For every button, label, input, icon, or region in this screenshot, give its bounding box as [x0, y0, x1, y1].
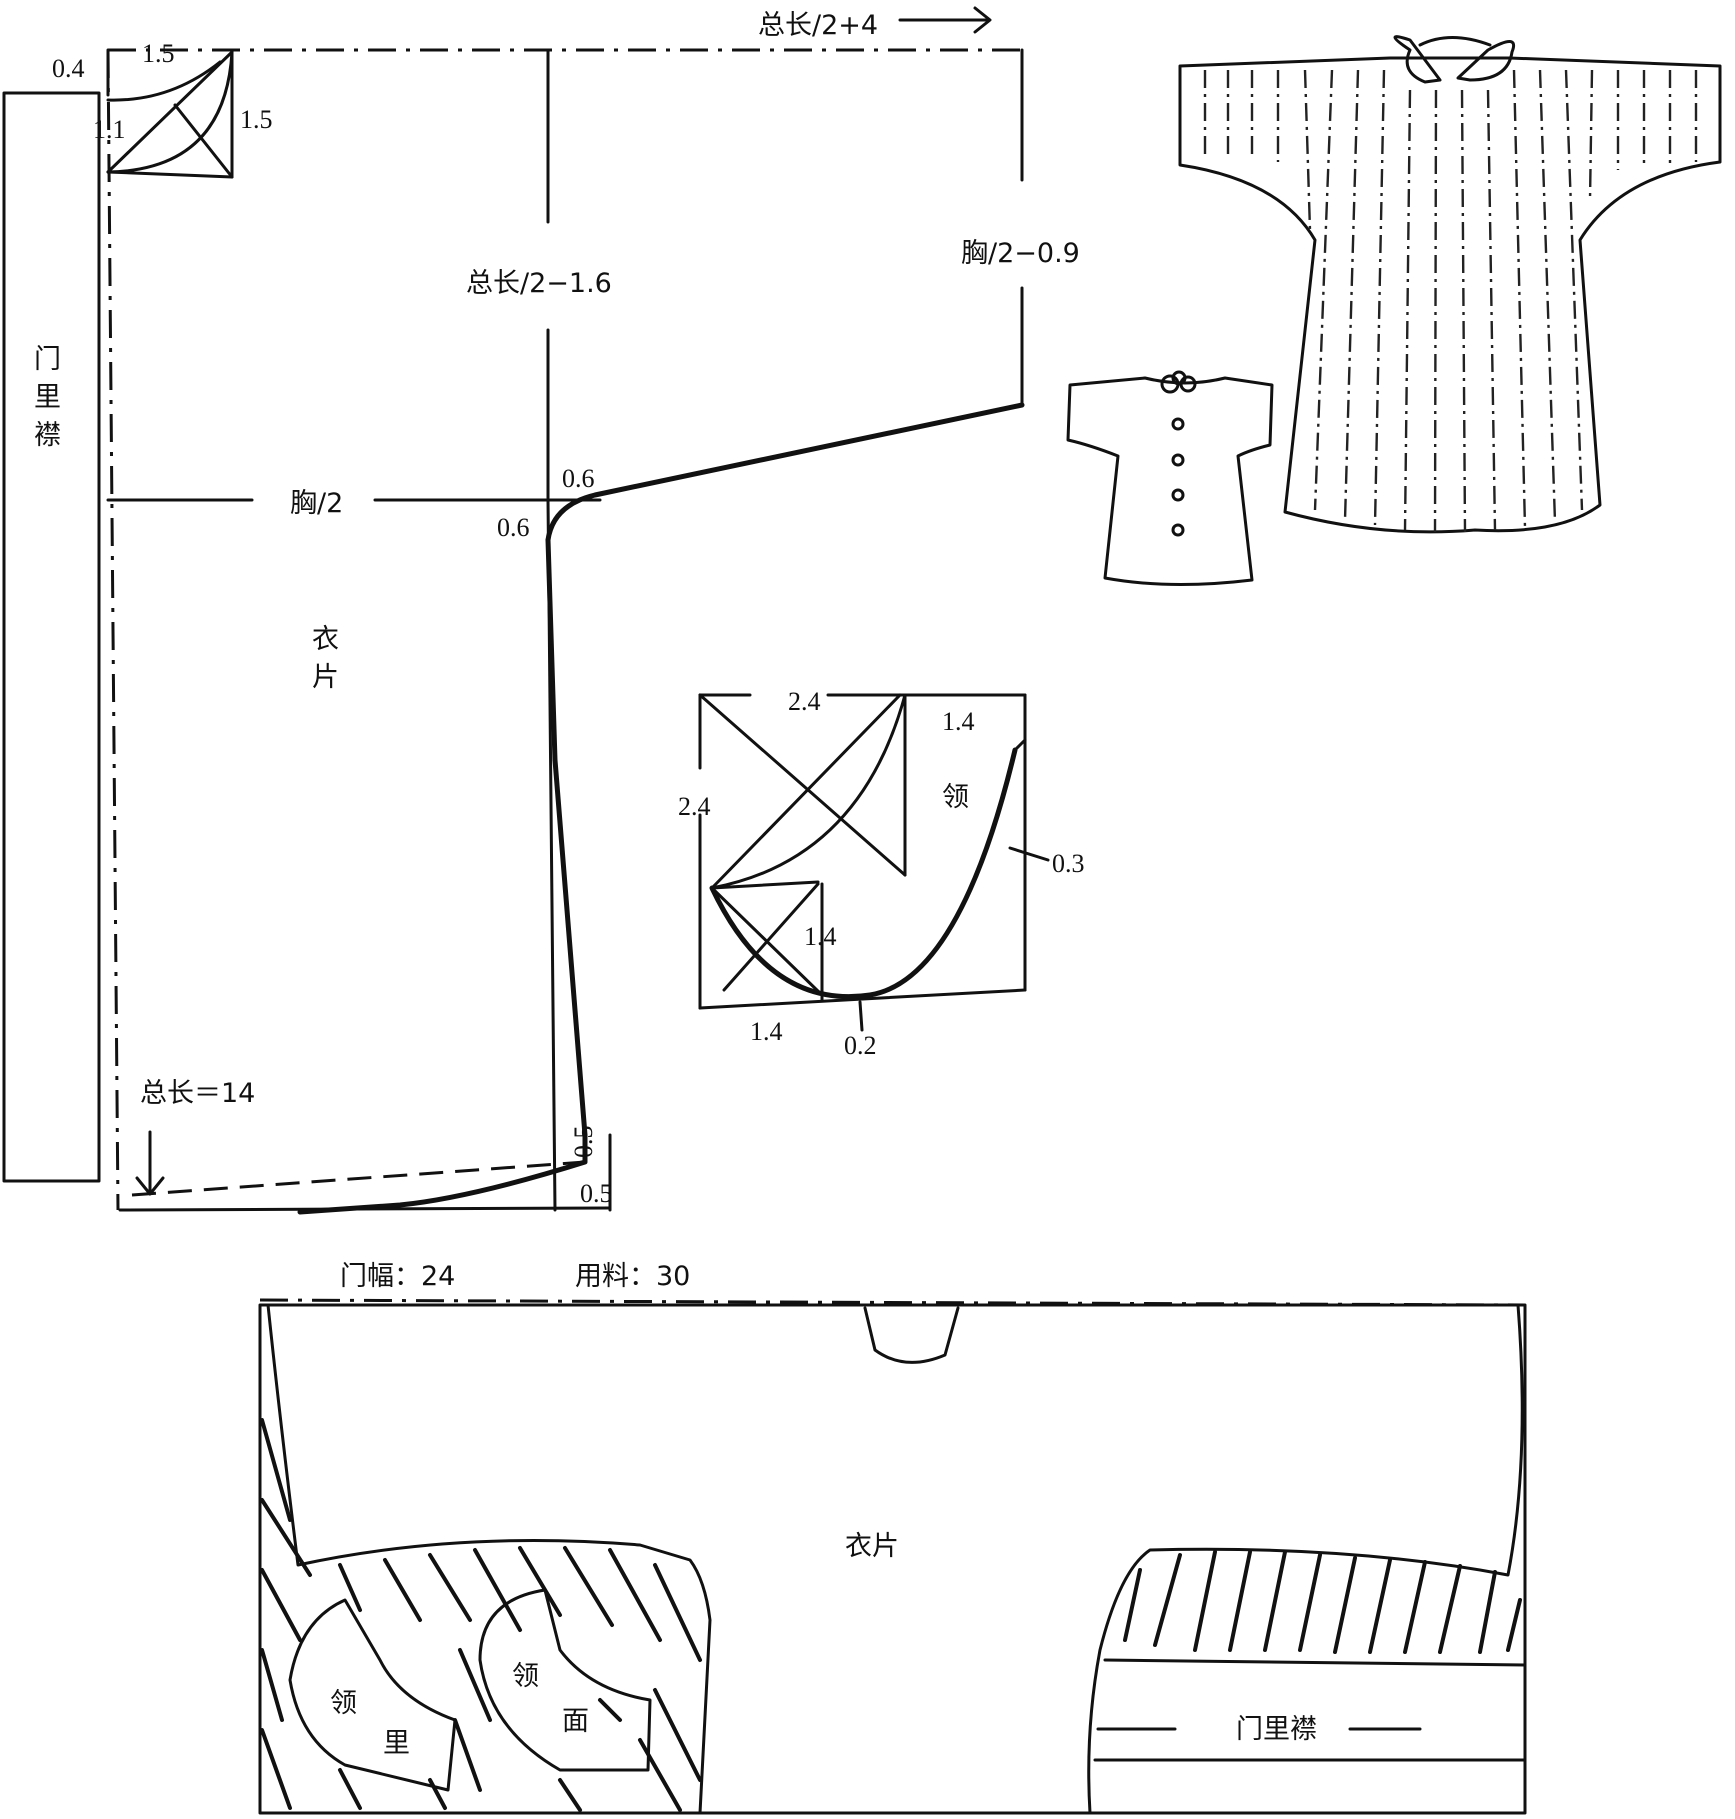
- button-2: [1171, 453, 1185, 467]
- hem-guide: [131, 1160, 586, 1197]
- neck-notch: [863, 1306, 960, 1364]
- total-length-label: 总长＝14: [140, 1078, 255, 1109]
- side-seam-guide: [546, 498, 557, 1212]
- armpit-v-label: 0.6: [497, 513, 530, 542]
- body-piece-label-2: 片: [312, 662, 339, 693]
- facing-strip: [2, 91, 101, 1183]
- collar-offset-right: 0.3: [1052, 849, 1085, 878]
- collar-inner-height: 1.4: [804, 922, 837, 951]
- dress-stripes: [1203, 69, 1698, 533]
- large-dress-sketch: [1178, 35, 1722, 534]
- layout-facing-label: 门里襟: [1236, 1714, 1317, 1745]
- collar-top-right: 1.4: [942, 707, 975, 736]
- collar-lining-label-1: 领: [330, 1688, 357, 1719]
- collar-diagram: [698, 693, 1050, 1032]
- hem-baseline: [118, 1206, 612, 1212]
- neckline-construction: [106, 48, 234, 179]
- collar-bottom-width: 1.4: [750, 1017, 783, 1046]
- facing-label-1: 门: [34, 344, 61, 375]
- sleeve-height-label: 胸/2−0.9: [961, 238, 1080, 269]
- right-hatch-area: [1123, 1550, 1522, 1654]
- body-piece-right-outline: [1087, 1303, 1524, 1815]
- fabric-width-label: 门幅：24: [340, 1261, 455, 1292]
- collar-lining-piece: [288, 1598, 457, 1792]
- fabric-outline: [258, 1303, 1527, 1815]
- button-1: [1171, 417, 1185, 431]
- neck-depth-left-label: 1.1: [93, 115, 126, 144]
- facing-top-line: [1103, 1658, 1527, 1667]
- small-shirt-sketch: [1066, 370, 1274, 587]
- shirt-collar-knot: [1160, 370, 1197, 394]
- shoulder-width-label: 1.5: [142, 39, 175, 68]
- hem-bottom-label: 0.5: [580, 1179, 613, 1208]
- arrow-down-icon: [135, 1130, 165, 1196]
- facing-label-3: 襟: [34, 420, 61, 451]
- center-height-label: 总长/2−1.6: [466, 268, 612, 299]
- collar-lining-label-2: 里: [383, 1728, 410, 1759]
- hem-side-label: 0.5: [569, 1126, 598, 1159]
- collar-face-label-1: 领: [512, 1661, 539, 1692]
- body-piece-left-outline: [266, 1303, 712, 1815]
- sleeve-underarm: [545, 402, 1025, 543]
- top-total-label: 总长/2+4: [758, 10, 878, 41]
- armpit-h-label: 0.6: [562, 464, 595, 493]
- left-hatch-area: [260, 1418, 702, 1812]
- dress-collar: [1393, 35, 1515, 84]
- button-4: [1171, 523, 1185, 537]
- button-3: [1171, 488, 1185, 502]
- chest-label: 胸/2: [290, 488, 343, 519]
- collar-label: 领: [942, 782, 969, 813]
- body-piece-label-1: 衣: [312, 624, 339, 655]
- fabric-usage-label: 用料：30: [575, 1261, 690, 1292]
- arrow-right-icon: [898, 6, 992, 34]
- collar-face-piece: [478, 1588, 652, 1772]
- main-pattern: 门 里 襟: [2, 6, 1080, 1215]
- collar-top-width: 2.4: [788, 687, 821, 716]
- facing-label-2: 里: [34, 382, 61, 413]
- neck-offset-label: 0.4: [52, 54, 85, 83]
- layout-body-piece-label: 衣片: [845, 1531, 899, 1562]
- fabric-layout: [258, 1298, 1527, 1815]
- collar-left-height: 2.4: [678, 792, 711, 821]
- collar-face-label-2: 面: [562, 1706, 589, 1737]
- collar-offset-bottom: 0.2: [844, 1031, 877, 1060]
- neck-depth-right-label: 1.5: [240, 105, 273, 134]
- center-front-line: [106, 49, 120, 1211]
- fabric-fold-line: [259, 1298, 1526, 1307]
- hem-curve: [297, 1132, 588, 1215]
